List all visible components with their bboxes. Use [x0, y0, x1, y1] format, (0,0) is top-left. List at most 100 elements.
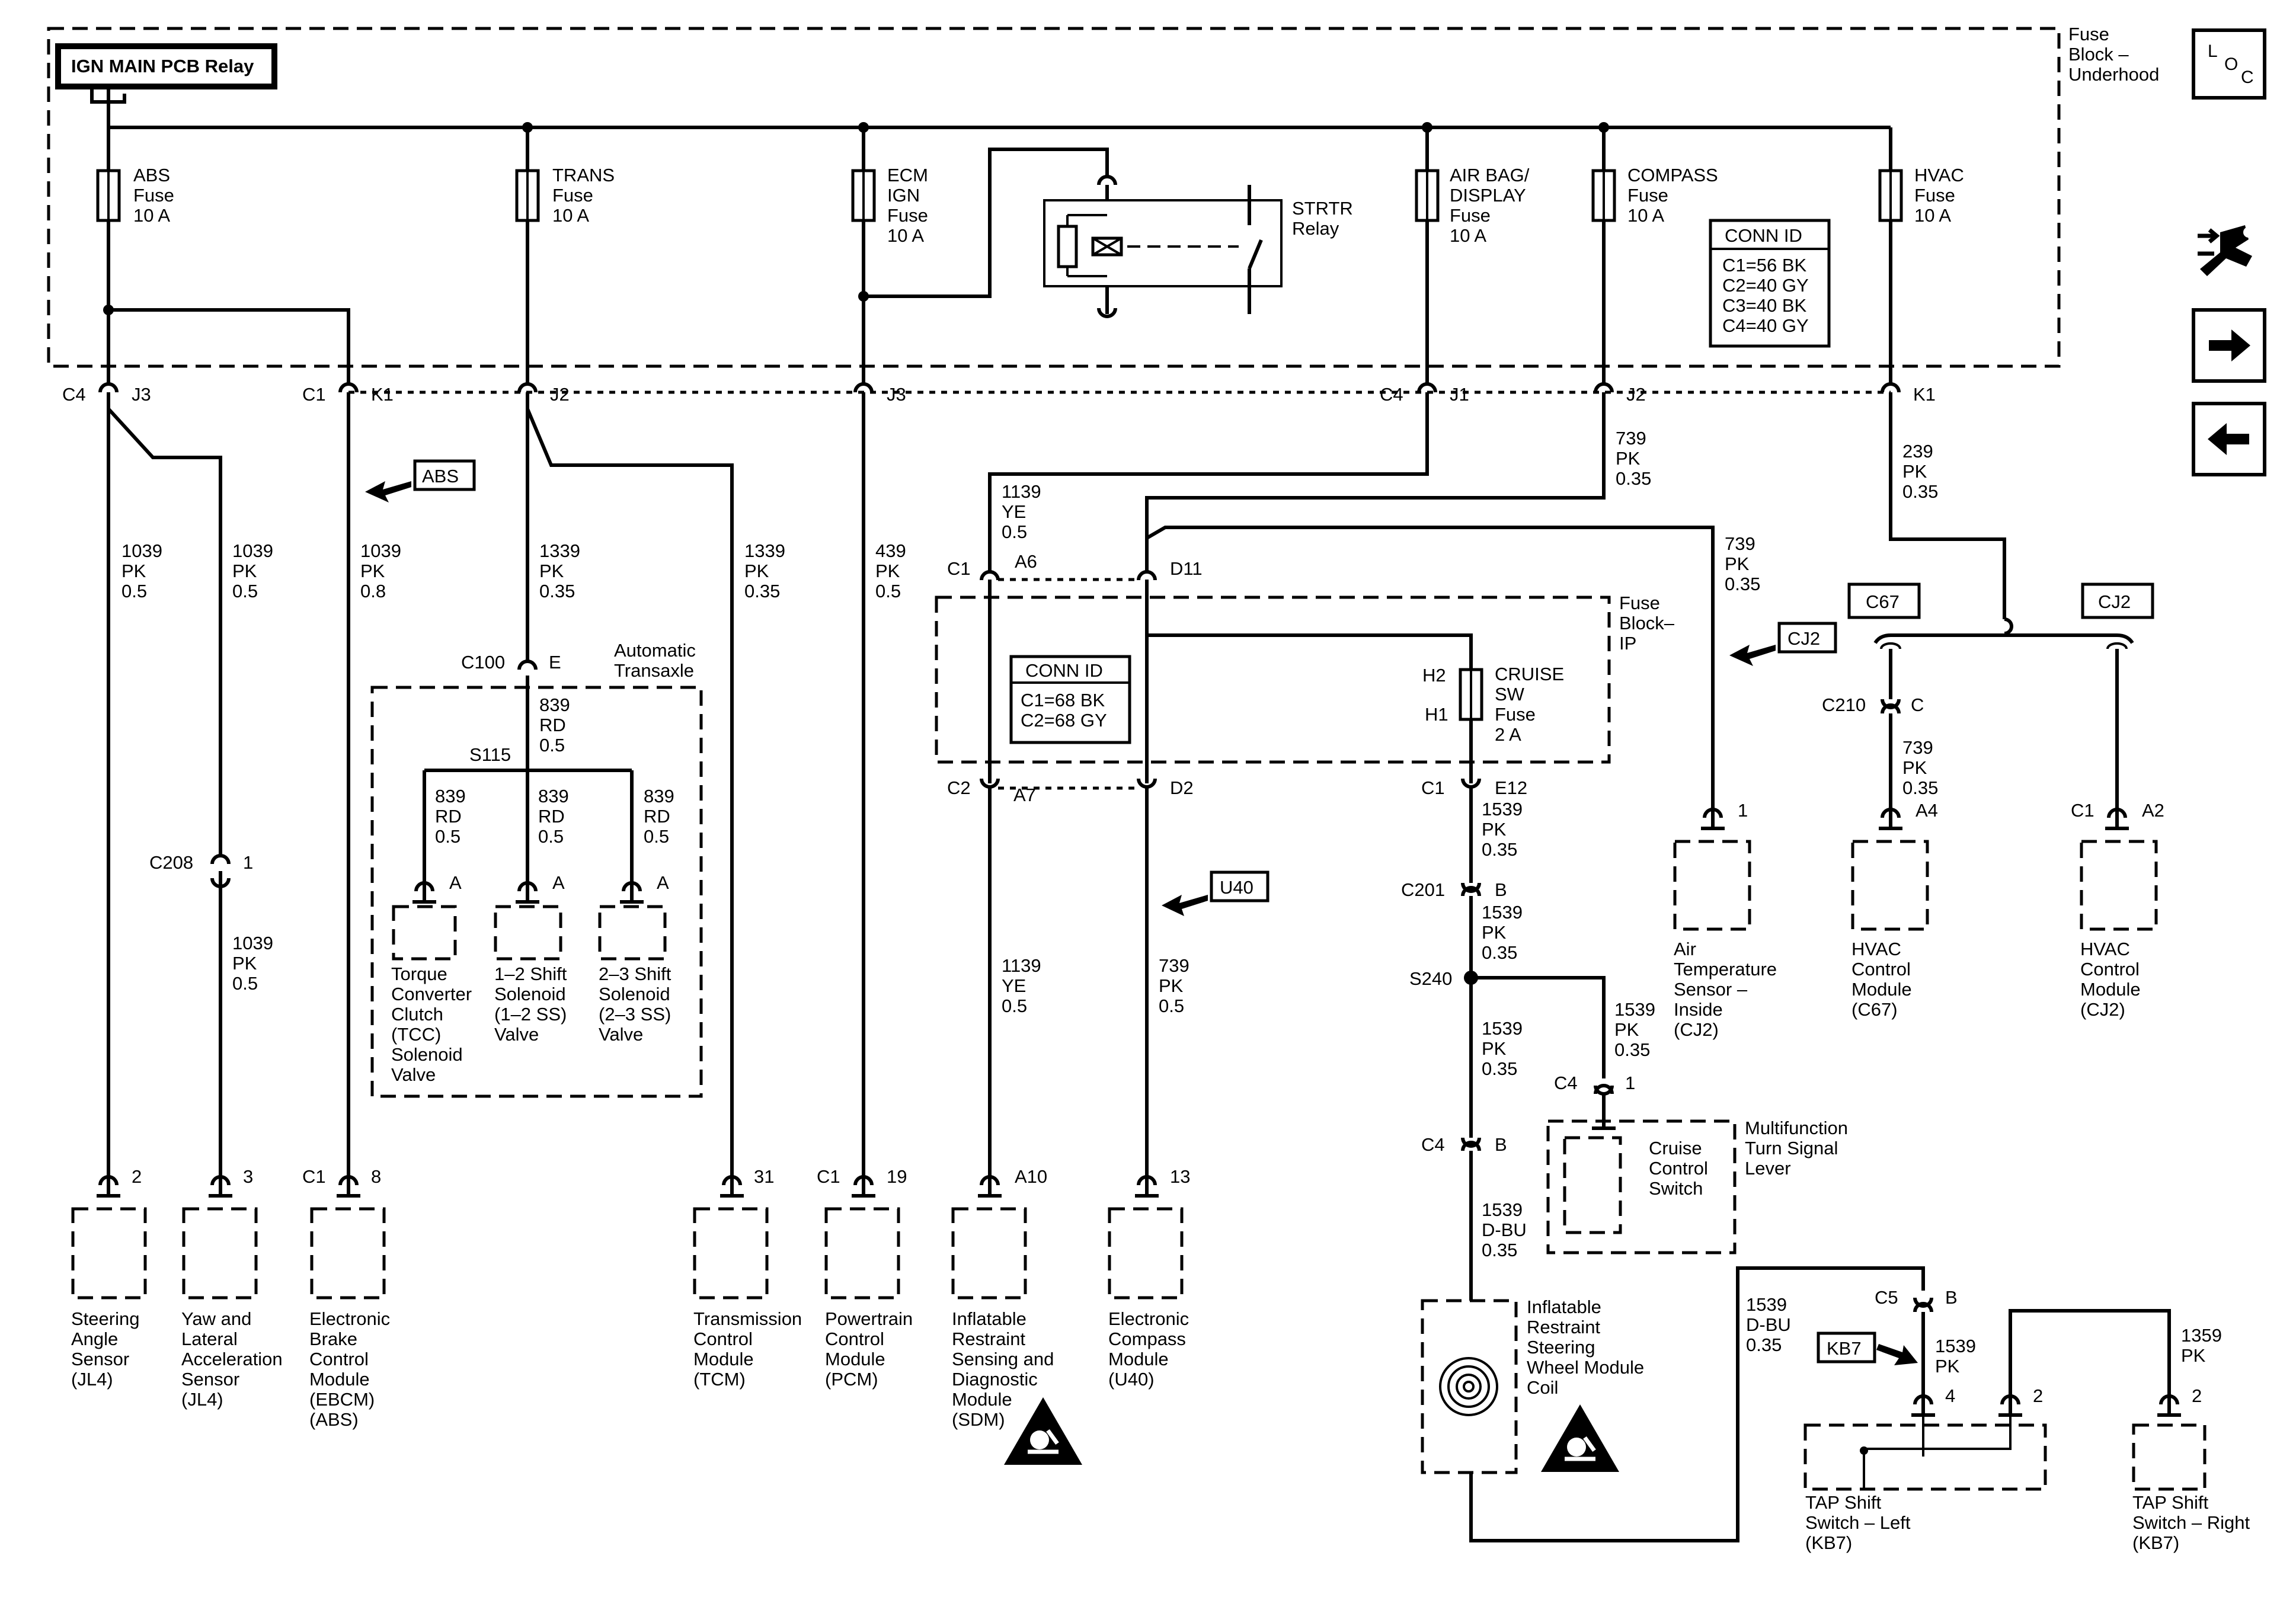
steering-angle-sensor: Steering Angle Sensor (JL4) — [71, 1207, 147, 1390]
svg-text:Control: Control — [693, 1329, 753, 1349]
svg-text:HVAC: HVAC — [1914, 165, 1964, 185]
svg-text:Fuse: Fuse — [2068, 24, 2109, 44]
location-view-button[interactable]: L O C — [2192, 28, 2266, 100]
svg-text:Block–: Block– — [1619, 613, 1675, 633]
connector-tools-icon[interactable] — [2192, 219, 2269, 284]
svg-text:Transmission: Transmission — [693, 1308, 802, 1329]
svg-text:K1: K1 — [1913, 384, 1936, 405]
svg-text:PK: PK — [1902, 461, 1927, 482]
svg-text:PK: PK — [539, 561, 564, 581]
svg-text:C210: C210 — [1822, 694, 1866, 715]
svg-text:1039: 1039 — [232, 540, 273, 561]
svg-text:K1: K1 — [371, 384, 394, 405]
svg-text:Module: Module — [952, 1389, 1012, 1410]
svg-text:Sensor: Sensor — [71, 1349, 129, 1369]
svg-text:2–3 Shift: 2–3 Shift — [599, 964, 671, 984]
svg-text:Module: Module — [693, 1349, 754, 1369]
svg-text:10 A: 10 A — [1914, 205, 1951, 226]
multifunction-lever-outline — [1546, 1119, 1737, 1254]
compass-module: Electronic Compass Module (U40) — [1108, 1207, 1189, 1390]
svg-text:CJ2: CJ2 — [1787, 628, 1820, 649]
svg-text:0.5: 0.5 — [435, 826, 461, 847]
svg-text:H1: H1 — [1425, 704, 1448, 725]
svg-text:C4: C4 — [1380, 384, 1403, 405]
svg-text:(JL4): (JL4) — [181, 1389, 223, 1410]
wire-sdm-feed — [988, 392, 1429, 572]
svg-text:PK: PK — [1616, 448, 1641, 469]
svg-text:Solenoid: Solenoid — [494, 984, 566, 1004]
svg-text:Relay: Relay — [1292, 218, 1339, 239]
svg-text:1039: 1039 — [121, 540, 162, 561]
svg-text:Diagnostic: Diagnostic — [952, 1369, 1038, 1390]
svg-text:0.35: 0.35 — [744, 581, 780, 601]
svg-text:DISPLAY: DISPLAY — [1450, 185, 1526, 206]
svg-text:Transaxle: Transaxle — [614, 660, 694, 681]
svg-text:C67: C67 — [1866, 591, 1900, 612]
cruise-sw-fuse-label: CRUISE SW Fuse 2 A — [1495, 664, 1564, 745]
svg-text:Sensing and: Sensing and — [952, 1349, 1054, 1369]
svg-text:Fuse: Fuse — [1619, 593, 1660, 613]
svg-text:E: E — [549, 652, 561, 673]
svg-text:B: B — [1495, 879, 1507, 900]
tcm-module: Transmission Control Module (TCM) — [693, 1207, 802, 1390]
svg-text:239: 239 — [1902, 441, 1933, 462]
svg-text:Switch – Right: Switch – Right — [2132, 1512, 2250, 1533]
svg-text:(ABS): (ABS) — [309, 1409, 359, 1430]
abs-fuse-label: ABS Fuse 10 A — [133, 165, 174, 226]
svg-text:PK: PK — [1482, 922, 1507, 943]
svg-text:Lateral: Lateral — [181, 1329, 238, 1349]
svg-text:1139: 1139 — [1002, 955, 1041, 976]
wire-tcm — [526, 408, 734, 1179]
svg-text:Inflatable: Inflatable — [1527, 1297, 1601, 1317]
svg-text:0.35: 0.35 — [1746, 1334, 1782, 1355]
svg-text:Sensor: Sensor — [181, 1369, 239, 1390]
solenoid-1-2-shift: A 1–2 Shift Solenoid (1–2 SS) Valve — [494, 872, 567, 1045]
svg-text:1: 1 — [1625, 1073, 1635, 1093]
svg-text:ABS: ABS — [133, 165, 170, 185]
svg-text:RD: RD — [539, 715, 566, 735]
svg-text:0.35: 0.35 — [1482, 839, 1517, 860]
svg-text:1039: 1039 — [232, 933, 273, 953]
svg-text:C1: C1 — [302, 384, 326, 405]
svg-text:AIR BAG/: AIR BAG/ — [1450, 165, 1530, 185]
svg-text:(JL4): (JL4) — [71, 1369, 113, 1390]
svg-text:S115: S115 — [469, 744, 511, 765]
svg-text:TRANS: TRANS — [552, 165, 615, 185]
ebcm-module: Electronic Brake Control Module (EBCM) (… — [309, 1207, 390, 1430]
svg-text:C208: C208 — [149, 852, 193, 873]
next-page-button[interactable] — [2192, 308, 2266, 383]
svg-text:A10: A10 — [1015, 1166, 1047, 1187]
svg-text:Control: Control — [825, 1329, 884, 1349]
svg-text:C2=68 GY: C2=68 GY — [1021, 710, 1107, 731]
svg-text:0.5: 0.5 — [1159, 996, 1184, 1016]
svg-text:PK: PK — [1902, 757, 1927, 778]
hvac-module-cj2: HVAC Control Module (CJ2) — [2080, 840, 2158, 1020]
svg-text:Solenoid: Solenoid — [599, 984, 670, 1004]
tap-shift-switch-right: TAP Shift Switch – Right (KB7) — [2132, 1423, 2250, 1553]
svg-text:(PCM): (PCM) — [825, 1369, 878, 1390]
svg-text:PK: PK — [1482, 819, 1507, 840]
svg-text:C5: C5 — [1875, 1287, 1898, 1308]
svg-text:0.5: 0.5 — [539, 735, 565, 756]
svg-text:10 A: 10 A — [552, 205, 589, 226]
svg-text:31: 31 — [754, 1166, 774, 1187]
loc-letter-o: O — [2224, 55, 2239, 74]
previous-page-button[interactable] — [2192, 402, 2266, 476]
svg-text:Torque: Torque — [391, 964, 447, 984]
svg-text:839: 839 — [539, 694, 570, 715]
svg-text:Module: Module — [309, 1369, 370, 1390]
svg-text:(SDM): (SDM) — [952, 1409, 1005, 1430]
svg-text:Electronic: Electronic — [309, 1308, 390, 1329]
air-temp-sensor: Air Temperature Sensor – Inside (CJ2) — [1673, 840, 1777, 1040]
svg-text:Inflatable: Inflatable — [952, 1308, 1027, 1329]
svg-text:Temperature: Temperature — [1674, 959, 1777, 980]
svg-text:C2=40 GY: C2=40 GY — [1722, 275, 1809, 296]
svg-text:PK: PK — [2181, 1345, 2206, 1366]
svg-text:Acceleration: Acceleration — [181, 1349, 283, 1369]
svg-text:H2: H2 — [1422, 665, 1446, 686]
svg-text:3: 3 — [243, 1166, 253, 1187]
air-bag-display-fuse — [1416, 171, 1438, 220]
svg-text:0.35: 0.35 — [1614, 1039, 1650, 1060]
